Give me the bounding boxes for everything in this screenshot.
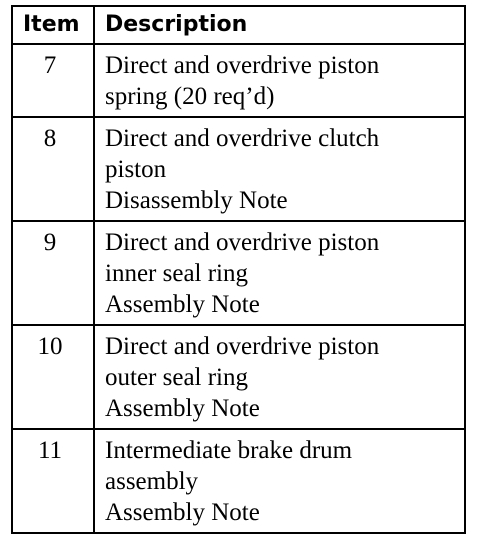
table-row: 9 Direct and overdrive piston inner seal… <box>11 220 466 326</box>
description-line: Direct and overdrive piston <box>105 229 380 256</box>
item-column-header: Item <box>11 5 95 45</box>
table-row: 10 Direct and overdrive piston outer sea… <box>11 324 466 430</box>
description-line: assembly <box>105 468 199 495</box>
item-number-cell: 7 <box>11 43 95 118</box>
description-cell: Direct and overdrive piston inner seal r… <box>93 220 466 326</box>
item-number-cell: 10 <box>11 324 95 430</box>
note-link[interactable]: Disassembly Note <box>105 187 288 214</box>
item-number-cell: 9 <box>11 220 95 326</box>
description-cell: Direct and overdrive piston spring (20 r… <box>93 43 466 118</box>
table-row: 8 Direct and overdrive clutch piston Dis… <box>11 116 466 222</box>
table-row: 11 Intermediate brake drum assembly Asse… <box>11 428 466 534</box>
description-line: Direct and overdrive piston <box>105 52 380 79</box>
note-link[interactable]: Assembly Note <box>105 395 260 422</box>
parts-table: Item Description 7 Direct and overdrive … <box>11 5 466 534</box>
description-line: outer seal ring <box>105 364 249 391</box>
description-line: inner seal ring <box>105 260 249 287</box>
description-line: Direct and overdrive piston <box>105 333 380 360</box>
description-cell: Intermediate brake drum assembly Assembl… <box>93 428 466 534</box>
note-link[interactable]: Assembly Note <box>105 291 260 318</box>
table-body: 7 Direct and overdrive piston spring (20… <box>11 43 466 534</box>
table-header: Item Description <box>11 5 466 45</box>
description-cell: Direct and overdrive clutch piston Disas… <box>93 116 466 222</box>
table-row: 7 Direct and overdrive piston spring (20… <box>11 43 466 118</box>
note-link[interactable]: Assembly Note <box>105 499 260 526</box>
description-column-header: Description <box>93 5 466 45</box>
description-line: spring (20 req’d) <box>105 83 275 110</box>
description-line: piston <box>105 156 167 183</box>
header-row: Item Description <box>11 5 466 45</box>
description-line: Direct and overdrive clutch <box>105 125 380 152</box>
description-cell: Direct and overdrive piston outer seal r… <box>93 324 466 430</box>
item-number-cell: 8 <box>11 116 95 222</box>
item-number-cell: 11 <box>11 428 95 534</box>
description-line: Intermediate brake drum <box>105 437 353 464</box>
